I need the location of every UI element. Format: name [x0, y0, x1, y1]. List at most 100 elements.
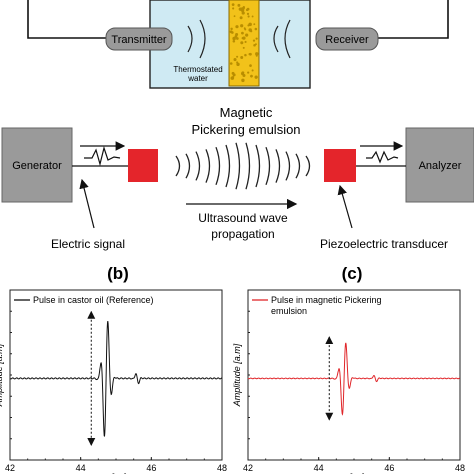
x-tick-label: 44 [314, 463, 324, 473]
emulsion-droplet [245, 8, 249, 12]
transducer-pointer [337, 184, 353, 229]
emulsion-droplet [239, 16, 243, 20]
emulsion-droplet [230, 27, 233, 31]
circuit-wire-left [27, 0, 108, 39]
emulsion-droplet [229, 62, 233, 65]
emulsion-droplet [254, 27, 258, 31]
electric-signal-glyph-left [84, 145, 121, 167]
emulsion-particles [229, 3, 259, 83]
emulsion-droplet [240, 24, 244, 28]
legend-label: Pulse in castor oil (Reference) [33, 295, 154, 305]
ultrasound-arc [235, 142, 241, 190]
pulse-trace [9, 321, 222, 437]
emulsion-droplet [250, 74, 253, 78]
emulsion-droplet [232, 36, 236, 41]
x-tick-label: 48 [455, 463, 465, 473]
x-tick-label: 42 [243, 463, 253, 473]
x-tick-label: 46 [384, 463, 394, 473]
legend-label: Pulse in magnetic Pickering [271, 295, 382, 305]
emulsion-droplet [241, 11, 245, 15]
emulsion-droplet [247, 71, 250, 74]
emulsion-droplet [255, 37, 258, 40]
transducer-right [324, 149, 356, 182]
x-axis-label: t [µs] [106, 472, 126, 474]
y-axis-label: Amplitude [a.m] [0, 343, 4, 407]
generator-label: Generator [12, 160, 62, 172]
panel-label-b: (b) [107, 264, 129, 283]
emulsion-droplet [253, 23, 256, 26]
pulse-trace [247, 342, 460, 416]
emulsion-label-line1: Magnetic [220, 105, 273, 120]
electric-signal-label: Electric signal [51, 237, 125, 251]
x-tick-label: 46 [146, 463, 156, 473]
circuit-wire-right [366, 0, 449, 39]
water-label-line1: Thermostated [173, 65, 222, 74]
ultrasound-arc [195, 151, 201, 181]
ultrasound-arc [245, 142, 251, 190]
x-axis-label: t [µs] [344, 472, 364, 474]
emulsion-droplet [240, 41, 244, 45]
x-tick-label: 44 [76, 463, 86, 473]
emulsion-droplet [240, 72, 245, 76]
emulsion-droplet [243, 27, 246, 30]
emulsion-droplet [241, 78, 245, 83]
emulsion-droplet [241, 37, 244, 40]
ultrasound-arc [225, 144, 231, 188]
emulsion-droplet [237, 3, 241, 7]
ultrasound-label-line2: propagation [211, 227, 274, 241]
ultrasound-arc [175, 155, 181, 177]
emulsion-droplet [231, 31, 234, 34]
ultrasound-arc [215, 146, 221, 186]
ultrasound-arc [205, 149, 211, 183]
emulsion-droplet [235, 32, 239, 37]
emulsion-droplet [236, 55, 239, 58]
electric-signal-glyph-right [366, 150, 399, 164]
ultrasound-arc [275, 149, 281, 183]
emulsion-droplet [255, 43, 257, 46]
ultrasound-arc [295, 153, 301, 179]
emulsion-droplet [254, 75, 258, 79]
emulsion-droplet [232, 7, 235, 10]
emulsion-droplet [244, 53, 247, 57]
ultrasound-arc [185, 153, 191, 179]
emulsion-droplet [236, 62, 240, 67]
ultrasound-waves [175, 142, 311, 190]
emulsion-droplet [231, 3, 235, 7]
water-label-line2: water [187, 74, 208, 83]
x-tick-label: 42 [5, 463, 15, 473]
analyzer-label: Analyzer [419, 160, 462, 172]
emulsion-droplet [233, 58, 237, 62]
emulsion-label-line2: Pickering emulsion [191, 122, 300, 137]
chart-castor-oil: 42 44 46 48 t [µs] Amplitude [a.m] Pulse in ca… [0, 289, 227, 474]
chart-pickering-emulsion: 42 44 46 48 t [µs] Amplitude [a.m] Pulse in ma… [232, 289, 465, 474]
emulsion-droplet [232, 73, 236, 77]
emulsion-droplet [245, 33, 249, 37]
emulsion-droplet [231, 75, 235, 79]
legend-label-line2: emulsion [271, 306, 307, 316]
plot-frame [9, 289, 223, 461]
y-axis-label: Amplitude [a.m] [232, 343, 242, 407]
emulsion-droplet [252, 39, 256, 42]
emulsion-droplet [242, 46, 245, 49]
electric-signal-pointer [79, 178, 95, 229]
emulsion-droplet [246, 12, 250, 15]
emulsion-droplet [255, 52, 259, 56]
emulsion-droplet [240, 7, 245, 11]
emulsion-droplet [235, 37, 239, 40]
transducer-left [128, 149, 158, 182]
emulsion-droplet [247, 15, 250, 18]
transmitter-box [105, 27, 173, 51]
emulsion-droplet [248, 28, 252, 32]
emulsion-droplet [232, 39, 236, 43]
emulsion-droplet [244, 40, 247, 44]
ultrasound-arc [305, 155, 311, 177]
emulsion-droplet [248, 22, 252, 27]
analyzer-box [405, 127, 474, 203]
emulsion-droplet [241, 31, 244, 35]
tank-waves [187, 19, 291, 59]
receiver-box [315, 27, 379, 51]
x-tick-label: 48 [217, 463, 227, 473]
emulsion-droplet [233, 15, 236, 18]
emulsion-droplet [248, 52, 251, 56]
